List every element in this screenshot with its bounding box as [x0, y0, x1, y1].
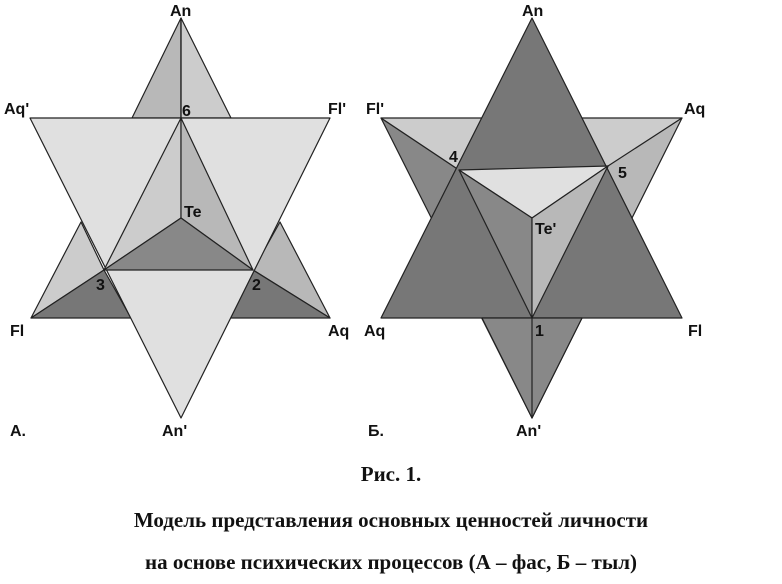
- a-label-te: Te: [184, 204, 202, 221]
- b-label-an: An: [522, 3, 543, 20]
- b-label-p1: 1: [535, 323, 544, 340]
- b-label-aq: Aq: [684, 101, 705, 118]
- b-inner-right: [531, 165, 609, 319]
- b-label-p4: 4: [449, 149, 458, 166]
- a-label-an-prime: An': [162, 423, 187, 440]
- b-label-fl-prime: Fl': [366, 101, 384, 118]
- a-label-fl-prime: Fl': [328, 101, 346, 118]
- b-label-aq-left: Aq: [364, 323, 385, 340]
- b-label-te-prime: Te': [535, 221, 556, 238]
- a-label-aq-prime: Aq': [4, 101, 29, 118]
- b-label-fl-right: Fl: [688, 323, 702, 340]
- a-label-p3: 3: [96, 277, 105, 294]
- a-inner-face-bottom: [103, 217, 254, 271]
- panel-b: [380, 17, 683, 419]
- figure-title: Рис. 1.: [360, 462, 422, 486]
- a-label-p6: 6: [182, 103, 191, 120]
- figure-caption-line-1: Модель представления основных ценностей …: [133, 508, 649, 532]
- a-label-aq: Aq: [328, 323, 349, 340]
- a-top-lobe-left: [131, 17, 182, 119]
- a-left-lobe-lower: [30, 269, 132, 319]
- figure-caption-line-2: на основе психических процессов (А – фас…: [144, 550, 637, 574]
- a-label-fl: Fl: [10, 323, 24, 340]
- a-panel-label: А.: [10, 423, 26, 440]
- b-label-an-prime: An': [516, 423, 541, 440]
- a-label-p2: 2: [252, 277, 261, 294]
- b-label-p5: 5: [618, 165, 627, 182]
- panel-a: [29, 17, 331, 419]
- a-label-an: An: [170, 3, 191, 20]
- b-panel-label: Б.: [368, 423, 384, 440]
- star-model-diagram: An Aq' Fl' 6 Te 3 2 Fl Aq An' А. An Fl' …: [4, 3, 705, 440]
